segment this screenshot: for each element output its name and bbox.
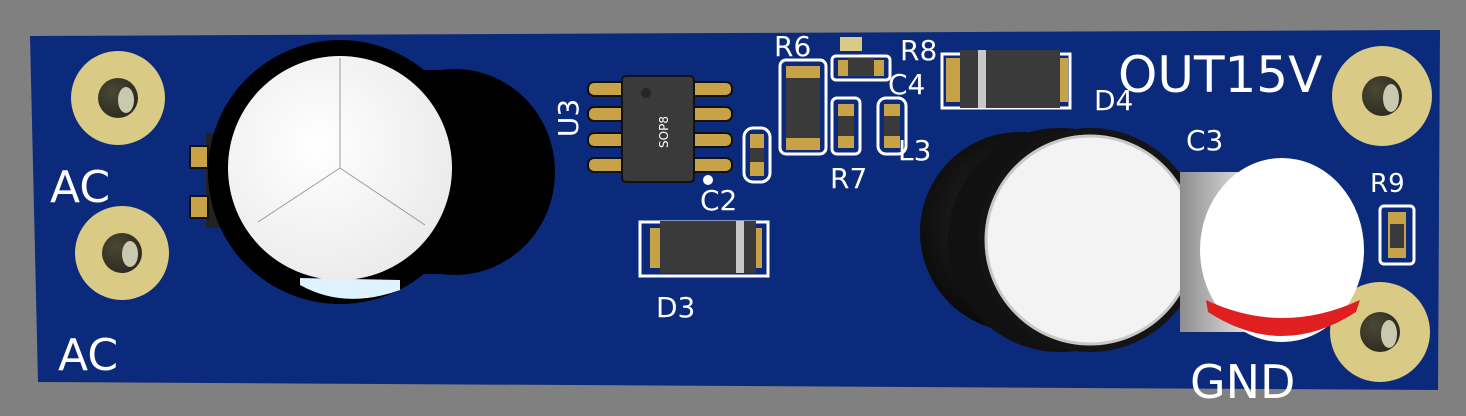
ac-terminal-top[interactable] (71, 51, 165, 145)
c3-capacitor: 8X8 YCK (1180, 158, 1364, 342)
ac-terminal-bottom[interactable] (75, 206, 169, 300)
ac-label-top: AC (50, 162, 110, 213)
r6-label: R6 (774, 30, 811, 63)
r7-resistor (830, 96, 862, 156)
u3-label: U3 (552, 99, 585, 137)
u3-sop8-chip: SOP8 (587, 75, 733, 183)
l3-label: L3 (898, 134, 931, 167)
d3-label: D3 (656, 291, 695, 324)
r8-label: R8 (900, 34, 937, 67)
c2-label: C2 (700, 184, 737, 217)
c3-size-marking: 8X8 (1250, 239, 1278, 286)
ac-label-bottom: AC (58, 330, 118, 381)
c2-capacitor (703, 126, 772, 185)
d4-label: D4 (1094, 84, 1133, 117)
sop8-marking: SOP8 (657, 116, 671, 148)
c3-label: C3 (1186, 124, 1223, 157)
d3-diode (638, 220, 770, 278)
r6-resistor (778, 58, 828, 156)
out-label: OUT15V (1118, 46, 1322, 104)
out-terminal[interactable] (1332, 46, 1432, 146)
c4-label: C4 (888, 68, 925, 101)
c3-brand-marking: YCK (1290, 240, 1311, 277)
r8-resistor (830, 37, 892, 82)
l3-component (876, 96, 908, 156)
r7-label: R7 (830, 162, 867, 195)
gnd-label: GND (1190, 355, 1295, 409)
d4-diode (940, 50, 1072, 110)
r9-resistor (1378, 204, 1416, 266)
input-capacitor (189, 40, 555, 304)
output-capacitor (920, 128, 1202, 352)
r9-label: R9 (1370, 169, 1405, 199)
